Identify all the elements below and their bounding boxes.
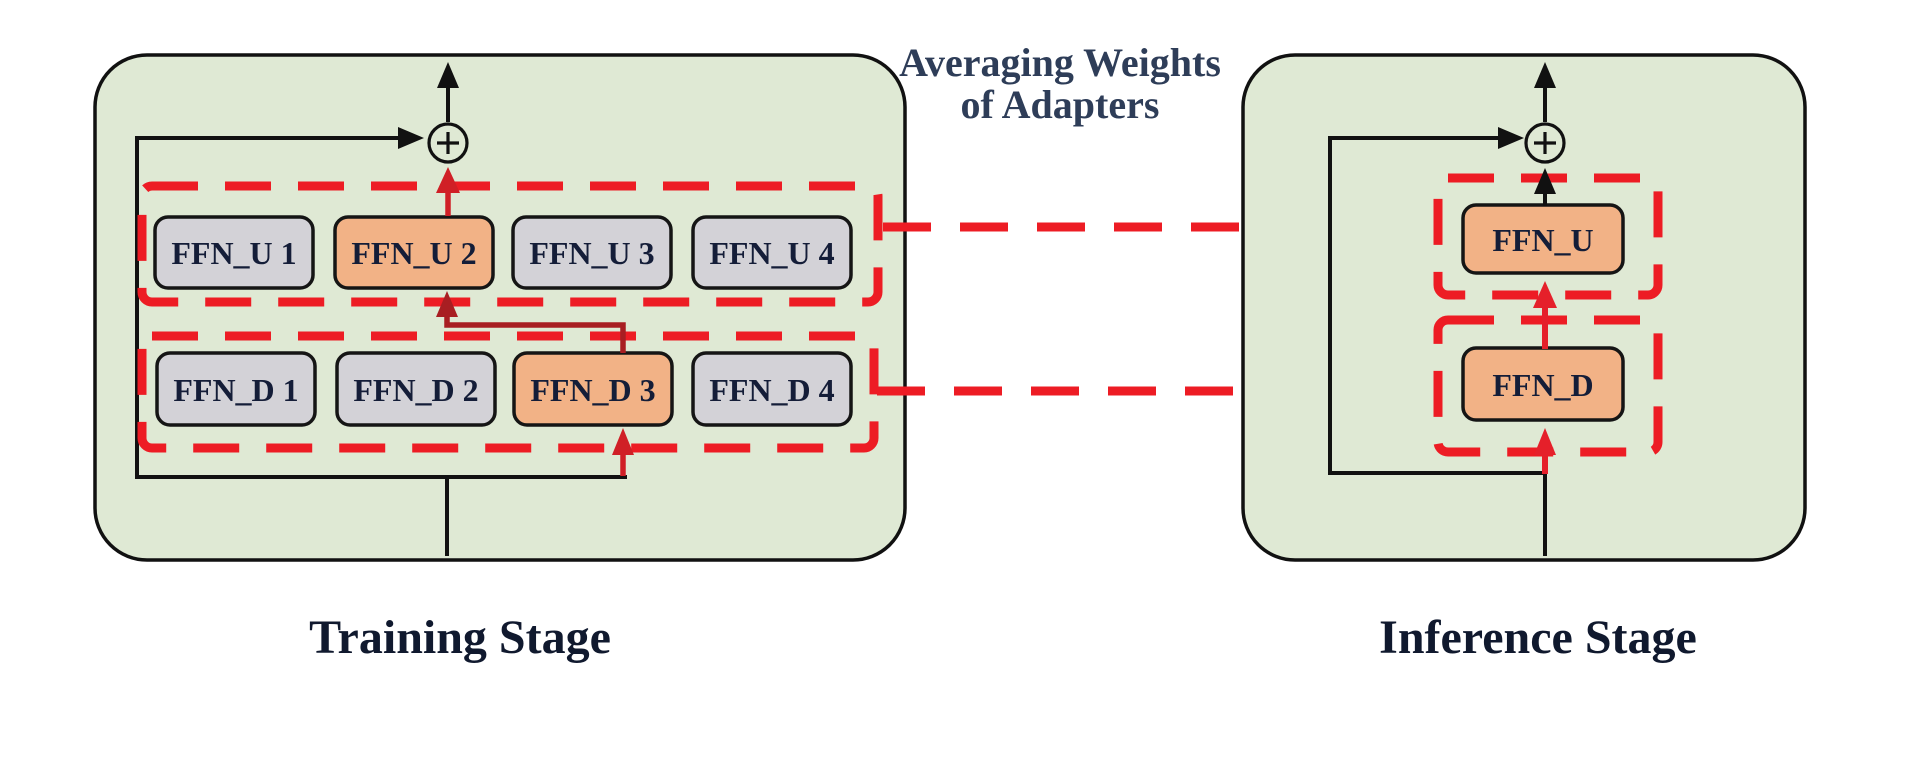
output-arrowhead-icon [437, 62, 459, 88]
residual-skip-line-right [1328, 136, 1546, 475]
ffn-d3-label: FFN_D 3 [530, 372, 655, 408]
ffn-u1-rect [153, 215, 315, 290]
averaging-heading-line1: Averaging Weights [899, 40, 1221, 85]
ffn-u4-rect [691, 215, 853, 290]
d-to-u-arrowhead-right-icon [1533, 281, 1557, 308]
ffn-u2-label: FFN_U 2 [351, 235, 476, 271]
u2-to-sum-arrowhead-icon [436, 167, 460, 193]
ffn-d1-rect [155, 351, 317, 427]
ffn-d4-label: FFN_D 4 [709, 372, 834, 408]
ffn-d-avg-label: FFN_D [1492, 367, 1593, 403]
residual-skip-line [135, 136, 627, 479]
ffn-u2-box: FFN_U 2 [333, 215, 495, 290]
plus-circle-left [427, 122, 469, 164]
residual-sum-right-icon [1524, 122, 1566, 164]
output-arrowhead-right-icon [1534, 62, 1556, 88]
ffn-d3-box: FFN_D 3 [512, 351, 674, 427]
ffn-d4-box: FFN_D 4 [691, 351, 853, 427]
adapters-down-dashed-frame [137, 331, 879, 453]
ffn-d1-box: FFN_D 1 [155, 351, 317, 427]
residual-arrowhead-right-icon [1498, 127, 1524, 149]
ffn-u4-label: FFN_U 4 [709, 235, 834, 271]
ffn-u1-box: FFN_U 1 [153, 215, 315, 290]
ffn-u3-label: FFN_U 3 [529, 235, 654, 271]
ffn-u-avg-label: FFN_U [1492, 222, 1593, 258]
residual-arrowhead-icon [398, 127, 424, 149]
inference-stage-block: FFN_U FFN_D Inference Stage [1241, 53, 1807, 664]
residual-sum-left-icon [427, 122, 469, 164]
input-to-d3-arrowhead-icon [612, 428, 634, 455]
d3-to-u2-connector-line [444, 315, 626, 353]
plus-glyph-right [1534, 132, 1556, 154]
ffn-u3-rect [511, 215, 673, 290]
training-stage-container [93, 53, 907, 562]
ffn-d1-label: FFN_D 1 [173, 372, 298, 408]
averaging-heading-line2: of Adapters [961, 82, 1160, 127]
training-stage-block: FFN_U 1 FFN_U 2 FFN_U 3 FFN_U 4 FFN_D 1 … [93, 53, 907, 664]
ffn-u3-box: FFN_U 3 [511, 215, 673, 290]
ffn-d3-rect [512, 351, 674, 427]
inference-stage-caption: Inference Stage [1379, 611, 1697, 664]
plus-circle-right [1524, 122, 1566, 164]
ffn-d-avg-box: FFN_D [1461, 346, 1625, 422]
adapters-up-dashed-frame [137, 181, 883, 307]
ffn-d2-box: FFN_D 2 [335, 351, 497, 427]
d3-to-u2-arrowhead-icon [436, 291, 458, 317]
ffn-u2-rect [333, 215, 495, 290]
ffn-d4-rect [691, 351, 853, 427]
ffn-u1-label: FFN_U 1 [171, 235, 296, 271]
u-to-sum-arrowhead-right-icon [1534, 168, 1556, 194]
ffn-d2-rect [335, 351, 497, 427]
ffn-u-avg-box: FFN_U [1461, 203, 1625, 275]
training-stage-caption: Training Stage [309, 611, 611, 664]
inference-stage-container [1241, 53, 1807, 562]
ffn-d2-label: FFN_D 2 [353, 372, 478, 408]
input-to-d-arrowhead-right-icon [1534, 428, 1556, 455]
ffn-u4-box: FFN_U 4 [691, 215, 853, 290]
plus-glyph-left [437, 132, 459, 154]
